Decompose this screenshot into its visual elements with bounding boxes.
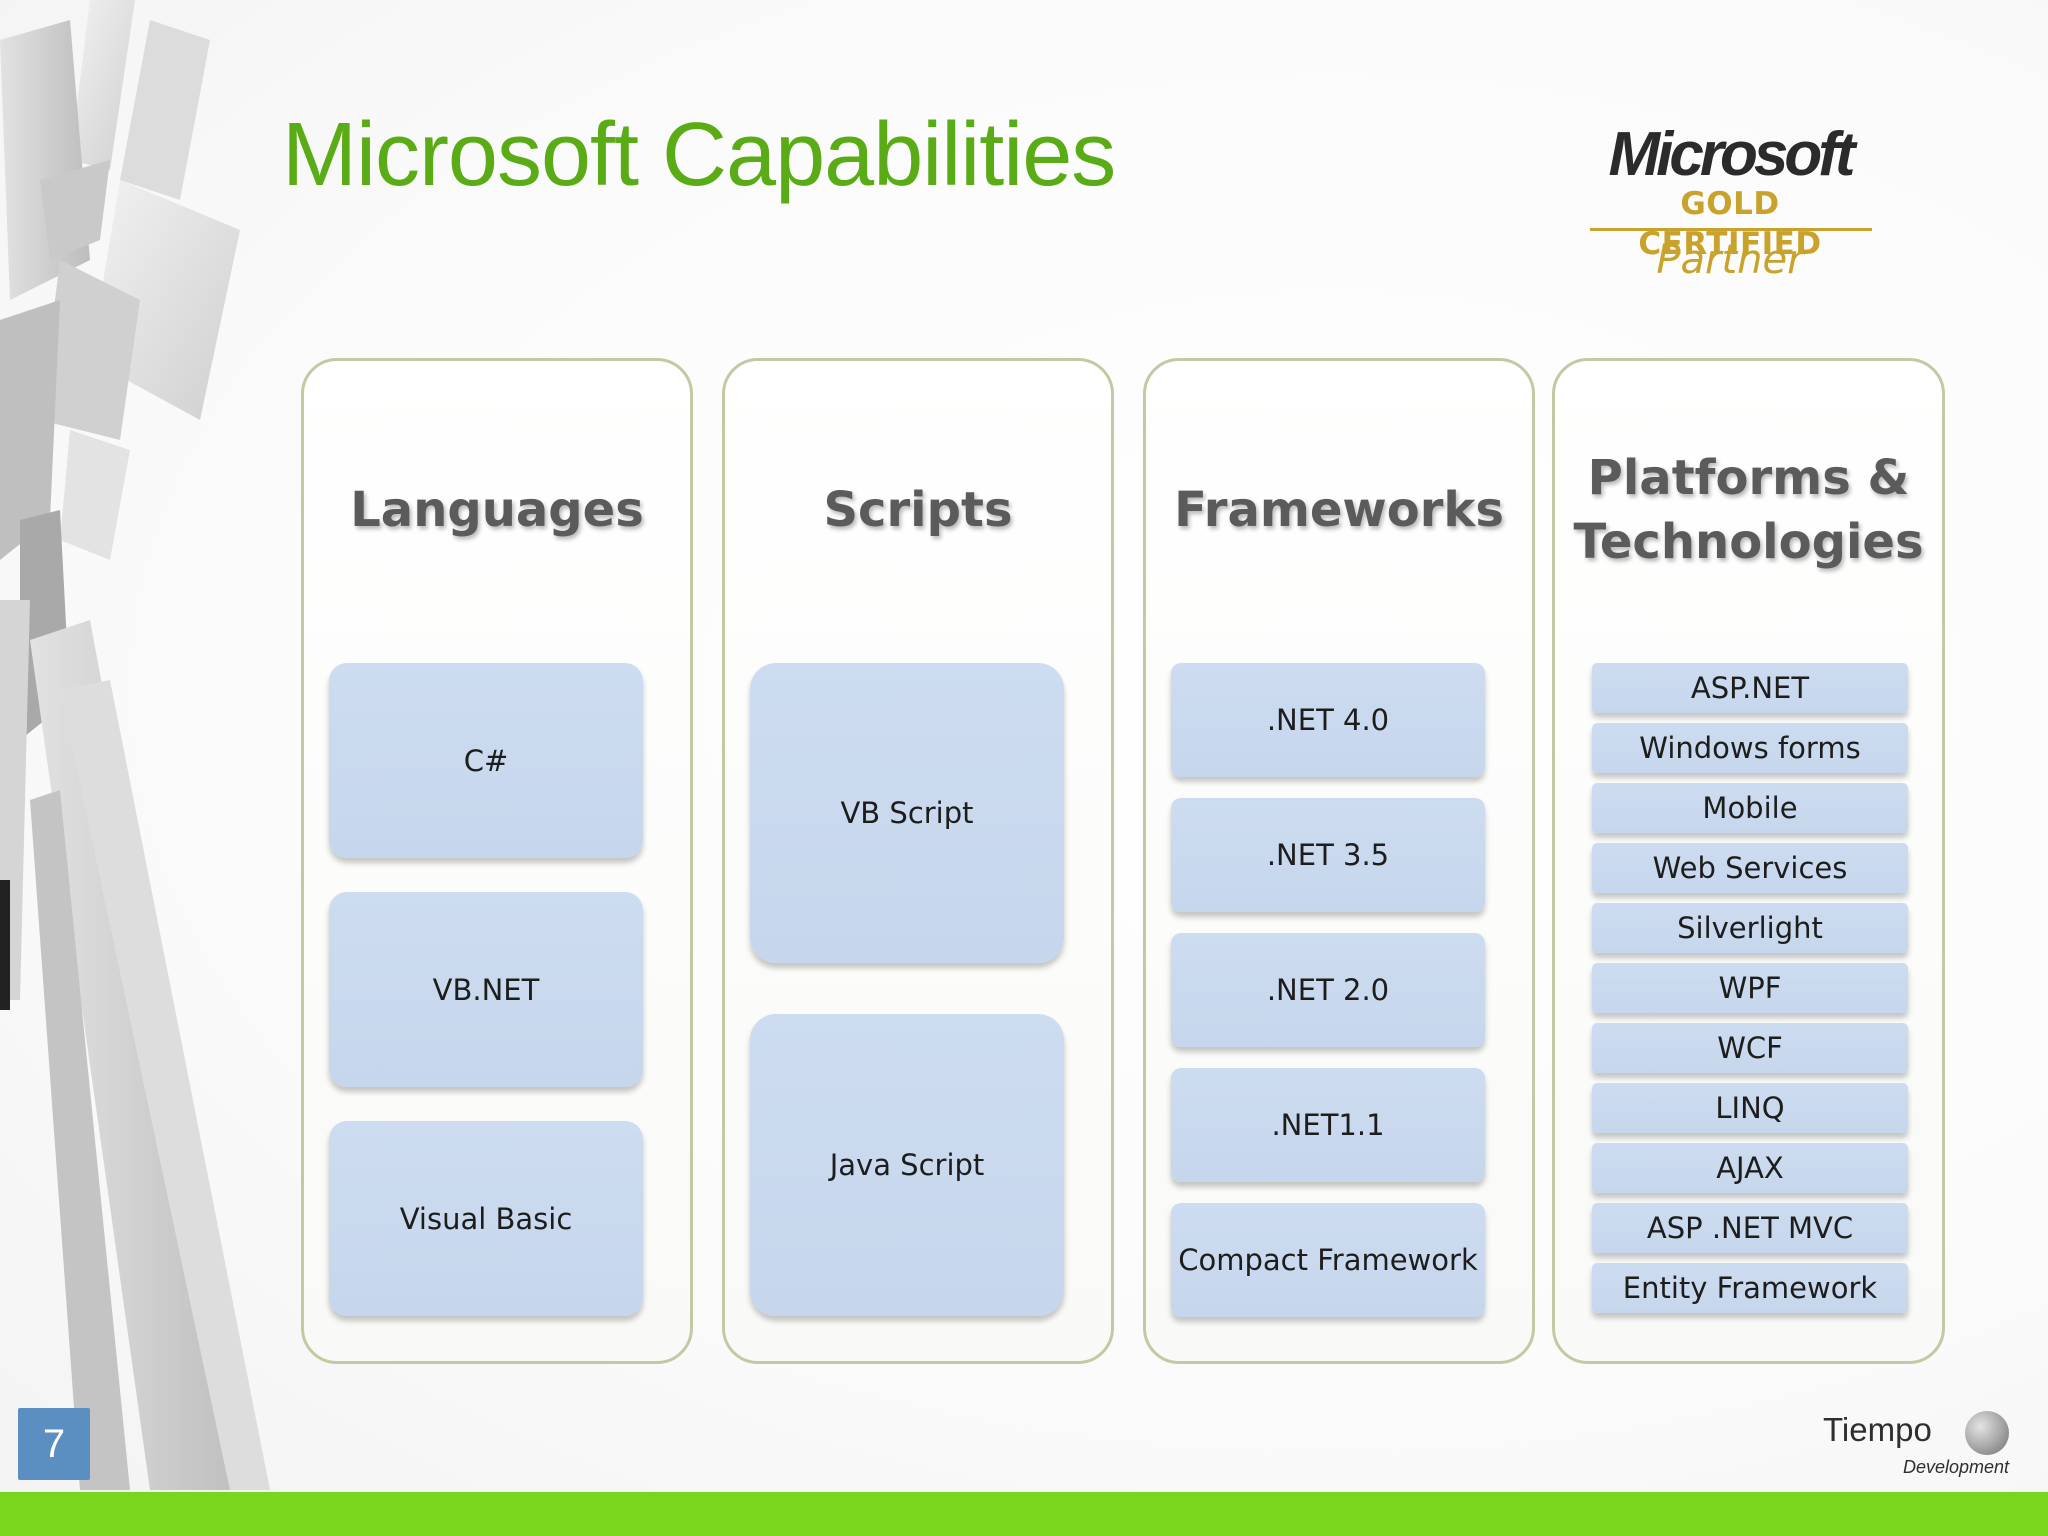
platforms-technologies-column: Platforms & Technologies ASP.NET Windows… [1552, 358, 1945, 1364]
list-item: LINQ [1592, 1083, 1908, 1133]
gold-certified-label: GOLD CERTIFIED [1638, 186, 1822, 262]
column-heading: Frameworks [1174, 482, 1504, 538]
tiempo-development-logo: Tiempo Development [1815, 1405, 2015, 1485]
list-item: .NET 2.0 [1171, 933, 1485, 1047]
list-item: AJAX [1592, 1143, 1908, 1193]
list-item: Visual Basic [329, 1121, 643, 1316]
partner-label: Partner [1656, 237, 1804, 283]
list-item: ASP .NET MVC [1592, 1203, 1908, 1253]
slide-title: Microsoft Capabilities [282, 105, 1116, 205]
badge-divider [1590, 228, 1872, 231]
list-item: VB.NET [329, 892, 643, 1087]
tiempo-logo-wordmark: Tiempo [1823, 1411, 1932, 1448]
list-item: .NET 3.5 [1171, 798, 1485, 912]
column-heading: Languages [350, 482, 644, 538]
list-item: .NET 4.0 [1171, 663, 1485, 777]
bottom-accent-bar [0, 1492, 2048, 1536]
page-number: 7 [18, 1408, 90, 1480]
tiempo-logo-tagline: Development [1903, 1457, 2010, 1477]
column-heading: Scripts [823, 482, 1013, 538]
list-item: WPF [1592, 963, 1908, 1013]
list-item: .NET1.1 [1171, 1068, 1485, 1182]
list-item: Entity Framework [1592, 1263, 1908, 1313]
list-item: VB Script [750, 663, 1064, 963]
microsoft-logo-wordmark: Microsoft [1608, 120, 1856, 189]
list-item: C# [329, 663, 643, 858]
languages-column: Languages C# VB.NET Visual Basic [301, 358, 693, 1364]
list-item: Compact Framework [1171, 1203, 1485, 1317]
list-item: Java Script [750, 1014, 1064, 1316]
list-item: Web Services [1592, 843, 1908, 893]
list-item: Silverlight [1592, 903, 1908, 953]
scripts-column: Scripts VB Script Java Script [722, 358, 1114, 1364]
decorative-shapes-graphic [0, 0, 270, 1490]
list-item: ASP.NET [1592, 663, 1908, 713]
tiempo-logo-globe-icon [1965, 1411, 2009, 1455]
column-heading-line: Technologies [1573, 514, 1924, 570]
column-heading: Platforms & Technologies [1555, 446, 1942, 574]
list-item: WCF [1592, 1023, 1908, 1073]
list-item: Windows forms [1592, 723, 1908, 773]
microsoft-gold-certified-partner-logo: Microsoft GOLD CERTIFIED Partner [1585, 120, 1875, 290]
frameworks-column: Frameworks .NET 4.0 .NET 3.5 .NET 2.0 .N… [1143, 358, 1535, 1364]
list-item: Mobile [1592, 783, 1908, 833]
column-heading-line: Platforms & [1587, 450, 1910, 506]
